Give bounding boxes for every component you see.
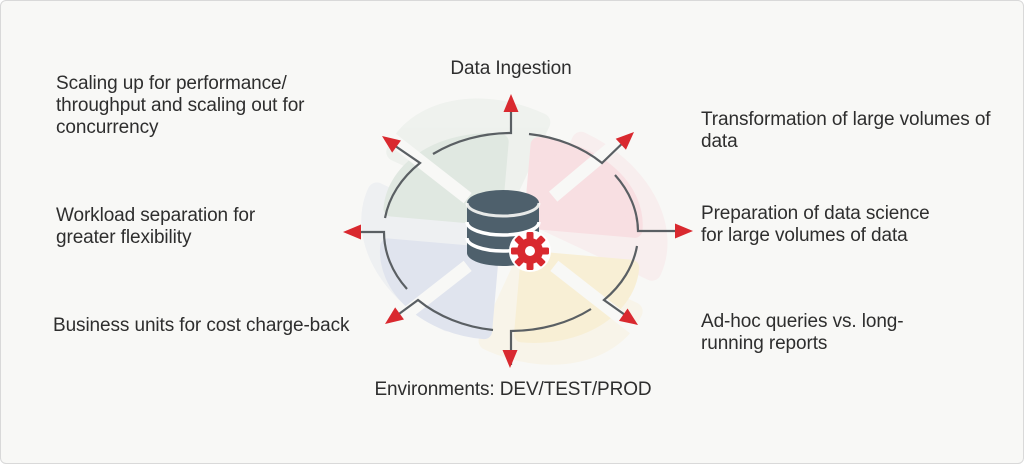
- arrowheads: [343, 94, 693, 368]
- arrowhead-south-west-icon: [385, 307, 404, 324]
- label-environments: Environments: DEV/TEST/PROD: [374, 379, 652, 400]
- arrow-line-south-east: [602, 245, 639, 323]
- label-preparation: Preparation of data science for large vo…: [701, 203, 930, 247]
- circle-outline: [346, 97, 690, 365]
- arrow-line-south-west: [387, 298, 494, 332]
- arrow-line-east: [614, 174, 690, 233]
- arrow-line-north-east: [528, 132, 632, 165]
- gear-icon: [509, 230, 551, 272]
- quadrant-bottom-right: [513, 250, 640, 343]
- label-data-ingestion: Data Ingestion: [450, 58, 572, 79]
- label-transformation: Transformation of large volumes of data: [701, 109, 991, 153]
- arrow-line-north-west: [383, 138, 422, 219]
- arrowhead-north-west-icon: [382, 136, 401, 153]
- label-business-units: Business units for cost charge-back: [53, 315, 350, 336]
- label-workload-separation: Workload separation for greater flexibil…: [56, 205, 256, 249]
- quadrant-top-right: [523, 137, 643, 238]
- arrowhead-north-east-icon: [615, 132, 634, 150]
- arrow-line-west: [346, 230, 408, 290]
- arrowhead-west-icon: [343, 224, 361, 240]
- diagonal-channels: [380, 124, 642, 336]
- label-adhoc-queries: Ad-hoc queries vs. long-running reports: [701, 311, 904, 355]
- label-scaling: Scaling up for performance/ throughput a…: [56, 73, 305, 139]
- arrowhead-south-east-icon: [618, 308, 638, 325]
- arrowhead-south-icon: [502, 350, 518, 368]
- arrowhead-east-icon: [675, 223, 693, 239]
- arrowhead-north-icon: [503, 94, 519, 112]
- arrow-line-south: [509, 308, 592, 365]
- arrow-line-north: [432, 97, 513, 155]
